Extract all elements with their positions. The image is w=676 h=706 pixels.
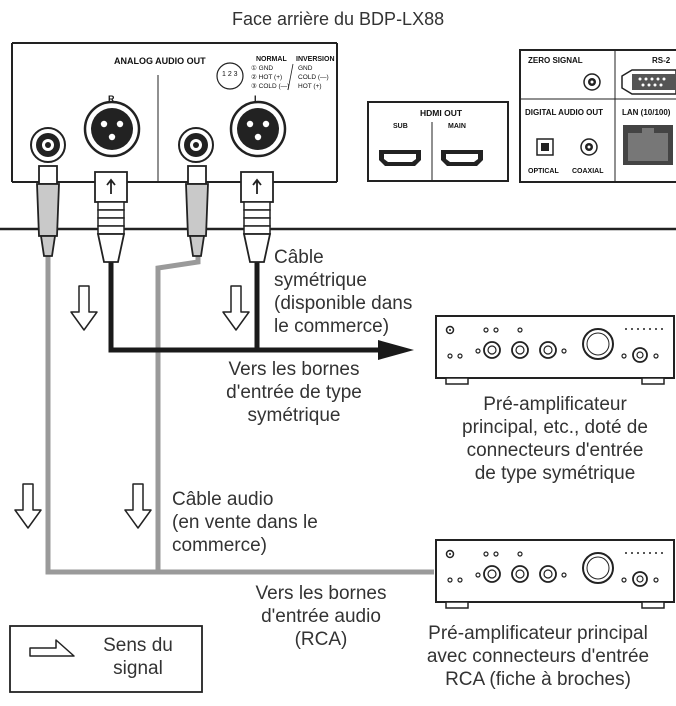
lan-port-icon — [623, 125, 673, 165]
diagram-title: Face arrière du BDP-LX88 — [232, 9, 445, 29]
xlr-plug — [94, 171, 128, 263]
signal-arrow-icon — [378, 340, 414, 360]
inversion-label: INVERSION — [296, 56, 335, 63]
channel-r-label: R — [108, 94, 115, 104]
coaxial-label: COAXIAL — [572, 168, 604, 175]
amp-rca-label: Pré-amplificateur principal avec connect… — [426, 623, 650, 690]
rca-plug — [36, 165, 60, 257]
xlr-connector-icon — [229, 100, 287, 158]
hdmi-out-panel: HDMI OUT SUB MAIN — [367, 101, 509, 182]
amplifier-icon — [435, 315, 675, 385]
digital-audio-out-label: DIGITAL AUDIO OUT — [525, 108, 603, 117]
signal-arrow-icon — [70, 285, 98, 331]
balanced-cable-label: Câble symétrique (disponible dans le com… — [274, 247, 413, 337]
legend-signal-label: Sens du signal — [103, 635, 173, 679]
digital-panel: ZERO SIGNAL RS-2 DIGITAL AUDIO OUT LAN (… — [519, 49, 676, 183]
lan-label: LAN (10/100) — [622, 108, 671, 117]
zero-signal-port-icon — [583, 73, 601, 91]
pin3-label: ③ COLD (—) — [251, 82, 289, 90]
rca-cable — [45, 255, 434, 575]
hdmi-port-icon — [441, 150, 483, 166]
signal-arrow-icon — [29, 639, 75, 657]
optical-label: OPTICAL — [528, 168, 559, 175]
pin2-label: ② HOT (+) — [251, 73, 282, 81]
inv3-label: HOT (+) — [298, 83, 322, 90]
xlr-pin-diagram: 1 2 3 NORMAL INVERSION ① GND ② HOT (+) ③… — [216, 56, 335, 91]
xlr-connector-icon — [83, 100, 141, 158]
hdmi-out-label: HDMI OUT — [420, 108, 463, 118]
pin1-label: ① GND — [251, 64, 273, 72]
audio-cable-label: Câble audio (en vente dans le commerce) — [172, 489, 318, 556]
rca-connector-icon — [178, 127, 214, 163]
zero-signal-label: ZERO SIGNAL — [528, 56, 583, 65]
hdmi-main-label: MAIN — [448, 123, 466, 130]
rs232-label: RS-2 — [652, 56, 671, 65]
analog-audio-out-label: ANALOG AUDIO OUT — [114, 56, 206, 66]
inv1-label: GND — [298, 65, 313, 72]
channel-l-label: L — [254, 94, 260, 104]
coaxial-port-icon — [580, 138, 598, 156]
normal-label: NORMAL — [256, 56, 287, 63]
pin-numbers: 1 2 3 — [222, 71, 238, 78]
inv2-label: COLD (—) — [298, 74, 329, 81]
xlr-plug — [240, 171, 274, 263]
to-audio-inputs-label: Vers les bornes d'entrée audio (RCA) — [255, 583, 387, 650]
hdmi-port-icon — [379, 150, 421, 166]
hdmi-sub-label: SUB — [393, 123, 408, 130]
signal-arrow-icon — [222, 285, 250, 331]
rca-plug — [185, 165, 209, 257]
amplifier-icon — [435, 539, 675, 609]
balanced-cable — [108, 255, 414, 360]
signal-arrow-icon — [124, 483, 152, 529]
amp-balanced-label: Pré-amplificateur principal, etc., doté … — [462, 394, 648, 484]
rear-panel: ANALOG AUDIO OUT 1 2 3 NORMAL INVERSION … — [11, 42, 338, 183]
to-balanced-inputs-label: Vers les bornes d'entrée de type symétri… — [226, 359, 362, 426]
signal-arrow-icon — [14, 483, 42, 529]
optical-port-icon — [536, 138, 554, 156]
legend — [9, 625, 203, 693]
rs232-port-icon — [621, 69, 676, 95]
rca-connector-icon — [30, 127, 66, 163]
